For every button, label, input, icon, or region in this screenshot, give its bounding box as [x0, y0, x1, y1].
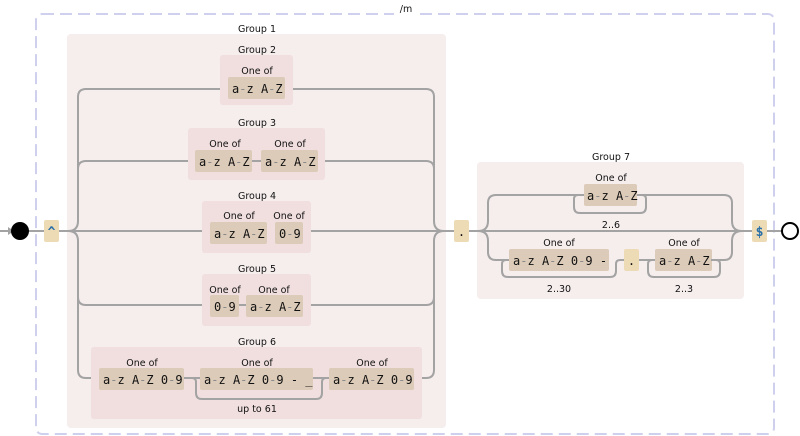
end-node-icon [781, 222, 799, 240]
charclass-digits [210, 295, 239, 317]
svg-text:a-z A-Z 0-9 - _: a-z A-Z 0-9 - _ [204, 373, 313, 387]
svg-text:a-z A-Z 0-9: a-z A-Z 0-9 [103, 373, 183, 387]
dot-literal-1 [454, 220, 469, 242]
svg-text:0-9: 0-9 [279, 227, 301, 241]
svg-text:a-z A-Z: a-z A-Z [265, 155, 316, 169]
group-4: Group 4 One of One of a-z A-Z 0-9 [202, 191, 311, 253]
svg-text:.: . [628, 254, 635, 268]
svg-text:^: ^ [48, 225, 56, 240]
svg-text:.: . [458, 225, 465, 239]
group-7-label: Group 7 [592, 152, 630, 163]
svg-text:a-z A-Z: a-z A-Z [232, 82, 283, 96]
svg-text:Group 4: Group 4 [238, 191, 276, 202]
svg-text:Group 3: Group 3 [238, 118, 276, 129]
dot-literal-2 [624, 249, 639, 271]
svg-text:One of: One of [209, 285, 241, 296]
group-6: Group 6 One of One of One of a-z A-Z 0-9… [91, 337, 422, 419]
svg-text:One of: One of [209, 139, 241, 150]
charclass-letters [210, 222, 267, 244]
start-anchor [44, 220, 59, 242]
repeat-loop [501, 259, 624, 278]
svg-text:0-9: 0-9 [214, 300, 236, 314]
charclass-letters [246, 295, 303, 317]
group-5: Group 5 One of One of 0-9 a-z A-Z [202, 264, 311, 326]
group-3: Group 3 One of One of a-z A-Z a-z A-Z [188, 118, 325, 180]
svg-text:a-z A-Z: a-z A-Z [659, 254, 710, 268]
repeat-label: 2..6 [602, 220, 620, 231]
charclass-letters [228, 77, 285, 99]
repeat-loop [573, 194, 647, 214]
start-node-icon [11, 222, 29, 240]
svg-text:One of: One of [274, 139, 306, 150]
repeat-label: up to 61 [237, 404, 277, 415]
svg-text:a-z A-Z 0-9 -: a-z A-Z 0-9 - [513, 254, 607, 268]
repeat-loop [184, 377, 329, 400]
charclass-letters [655, 249, 712, 271]
svg-text:a-z A-Z: a-z A-Z [250, 300, 301, 314]
charclass-digits [275, 222, 303, 244]
charclass-letters [584, 184, 637, 206]
group-1-label: Group 1 [238, 24, 276, 35]
flags-label: /m [400, 4, 412, 15]
repeat-loop [647, 259, 721, 278]
charclass-alnum [329, 368, 414, 390]
one-of-label: One of [241, 66, 273, 77]
group-7: One of a-z A-Z 2..6 One of a-z A-Z 0-9 -… [501, 173, 721, 295]
charclass-alnum [99, 368, 184, 390]
svg-text:One of: One of [241, 358, 273, 369]
svg-text:One of: One of [258, 285, 290, 296]
svg-text:a-z A-Z: a-z A-Z [587, 189, 638, 203]
svg-text:Group 5: Group 5 [238, 264, 276, 275]
svg-text:One of: One of [126, 358, 158, 369]
charclass-letters [195, 150, 252, 172]
svg-text:a-z A-Z: a-z A-Z [214, 227, 265, 241]
repeat-label: 2..30 [547, 284, 571, 295]
svg-text:a-z A-Z: a-z A-Z [199, 155, 250, 169]
svg-text:Group 6: Group 6 [238, 337, 276, 348]
svg-text:One of: One of [273, 211, 305, 222]
charclass-alnum-hyphen-underscore [200, 368, 313, 390]
svg-text:One of: One of [223, 211, 255, 222]
svg-text:Group 2: Group 2 [238, 45, 276, 56]
end-anchor [752, 220, 767, 242]
charclass-alnum-hyphen [509, 249, 609, 271]
group-2: Group 2 One of a-z A-Z [220, 45, 293, 105]
svg-text:$: $ [756, 225, 764, 240]
svg-text:a-z A-Z 0-9: a-z A-Z 0-9 [333, 373, 413, 387]
repeat-label: 2..3 [675, 284, 693, 295]
svg-text:One of: One of [356, 358, 388, 369]
svg-text:One of: One of [668, 238, 700, 249]
charclass-letters [261, 150, 318, 172]
svg-text:One of: One of [543, 238, 575, 249]
svg-text:One of: One of [595, 173, 627, 184]
